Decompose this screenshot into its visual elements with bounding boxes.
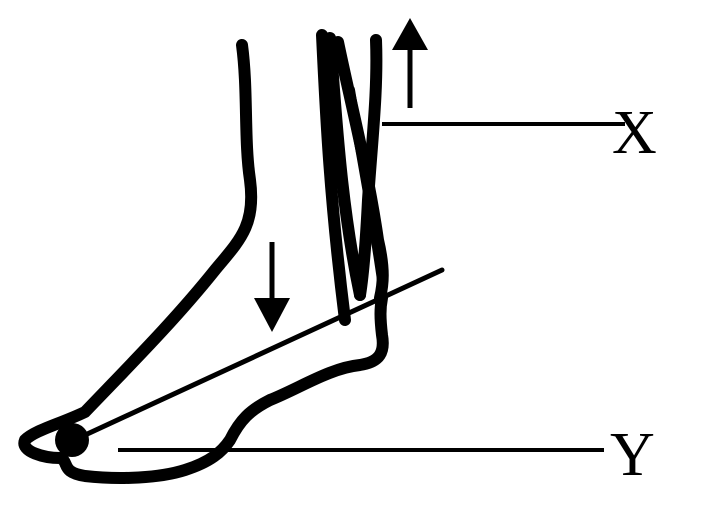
label-x: X xyxy=(612,99,657,167)
downward-arrow-head xyxy=(254,298,290,332)
foot-front-outline xyxy=(18,39,389,484)
pivot-point xyxy=(55,423,89,457)
calf-muscle-strand-2 xyxy=(324,32,366,301)
label-y: Y xyxy=(610,421,655,489)
calf-muscle-strand-5 xyxy=(345,85,387,285)
calf-muscle-strand-1 xyxy=(316,29,351,326)
lever-line xyxy=(67,267,445,445)
upward-arrow-head xyxy=(392,18,428,50)
